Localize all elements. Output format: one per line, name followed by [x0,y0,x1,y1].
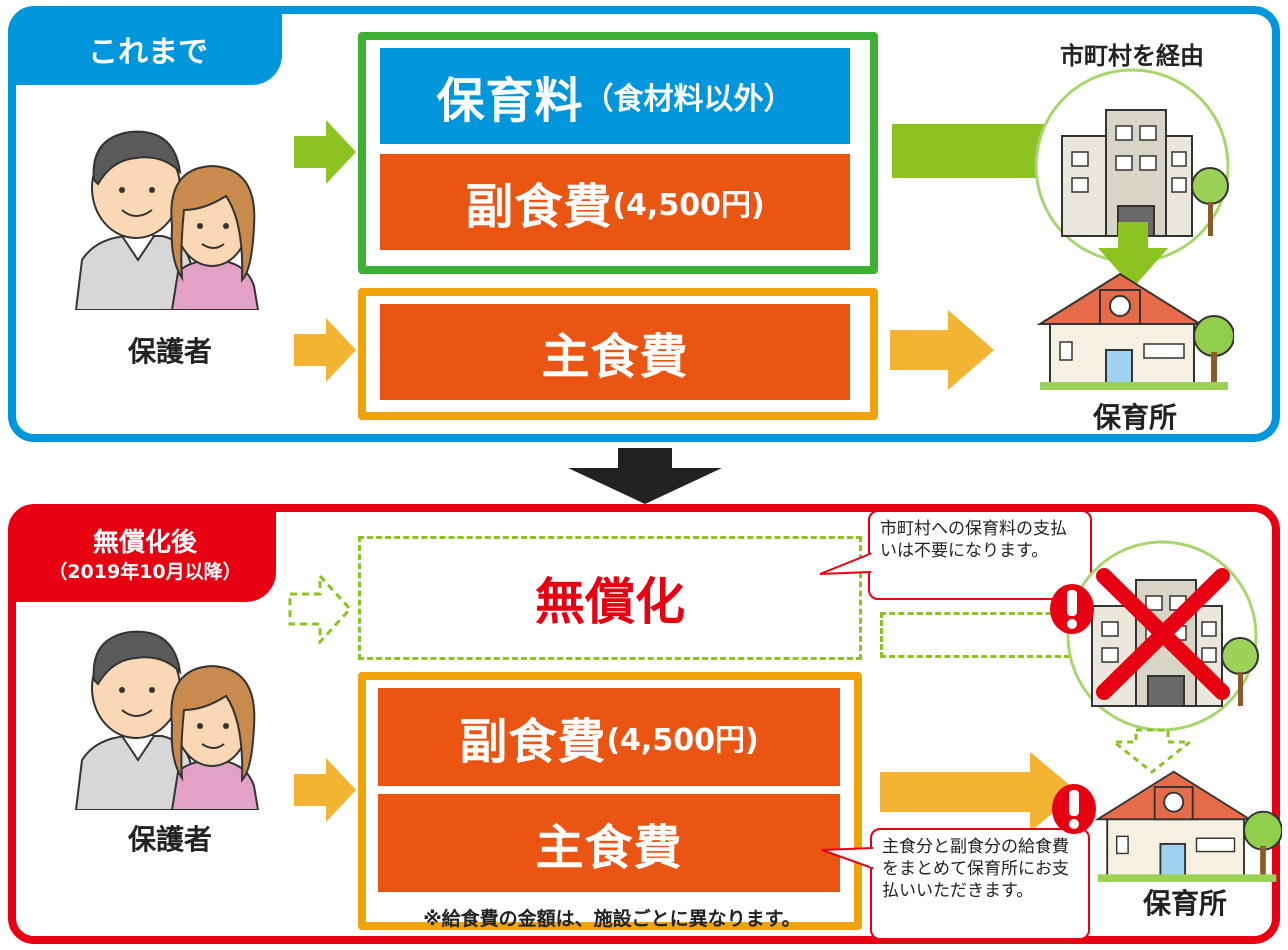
side-dish-fee-label-after: 副食費 [459,714,607,770]
staple-fee-bar-after: 主食費 [378,794,840,892]
arrow-right-icon [294,318,356,382]
after-tab: 無償化後 （2019年10月以降） [14,510,276,602]
city-hall-illustration [1032,66,1232,266]
arrow-down-icon [1098,222,1168,288]
alert-icon [1048,582,1096,636]
city-hall-crossed-illustration [1062,536,1262,736]
callout-no-payment: 市町村への保育料の支払いは不要になります。 [868,510,1092,600]
city-label: 市町村を経由 [1060,42,1204,70]
dashed-arrow-icon [288,574,352,644]
guardians-illustration-before [66,110,266,310]
guardian-label-before: 保護者 [127,335,212,368]
meal-fee-note: ※給食費の金額は、施設ごとに異なります。 [423,908,801,930]
nursery-label-before: 保育所 [1092,401,1177,434]
childcare-fee-label: 保育料 [436,73,584,129]
side-dish-fee-amount: (4,500円) [612,188,765,223]
arrow-down-icon [568,448,722,504]
nursery-illustration [1034,266,1234,392]
staple-fee-label-after: 主食費 [535,820,683,876]
side-dish-fee-bar-before: 副食費 (4,500円) [380,154,850,250]
side-dish-fee-bar-after: 副食費 (4,500円) [378,688,840,786]
guardian-label-after: 保護者 [127,823,212,856]
arrow-right-icon [294,758,356,822]
callout-pay-nursery: 主食分と副食分の給食費をまとめて保育所にお支払いいただきます。 [870,828,1090,940]
guardians-illustration-after [66,610,266,810]
free-dashed-box: 無償化 [358,536,862,660]
alert-icon [1050,782,1098,836]
side-dish-fee-label: 副食費 [465,179,613,235]
arrow-right-icon [880,752,1080,832]
dashed-connector [880,612,1070,658]
nursery-illustration [1092,764,1282,884]
after-tab-title: 無償化後 [92,528,197,558]
green-connector [892,124,1058,178]
nursery-label-after: 保育所 [1142,887,1227,920]
callout-no-payment-text: 市町村への保育料の支払いは不要になります。 [880,519,1067,561]
arrow-right-icon [294,120,356,184]
staple-fee-bar-before: 主食費 [380,304,850,400]
before-tab: これまで [14,13,282,85]
dashed-arrow-down-icon [1112,728,1192,774]
before-tab-label: これまで [88,35,208,70]
callout-pointer [820,846,874,872]
staple-fee-label: 主食費 [541,329,689,385]
childcare-fee-bar: 保育料 （食材料以外） [380,48,850,144]
callout-pay-nursery-text: 主食分と副食分の給食費をまとめて保育所にお支払いいただきます。 [882,837,1069,901]
arrow-right-icon [890,310,994,390]
side-dish-fee-amount-after: (4,500円) [606,723,759,758]
after-tab-date: （2019年10月以降） [48,561,242,583]
free-label: 無償化 [535,573,685,631]
callout-pointer [818,552,872,576]
childcare-fee-note: （食材料以外） [583,82,794,117]
